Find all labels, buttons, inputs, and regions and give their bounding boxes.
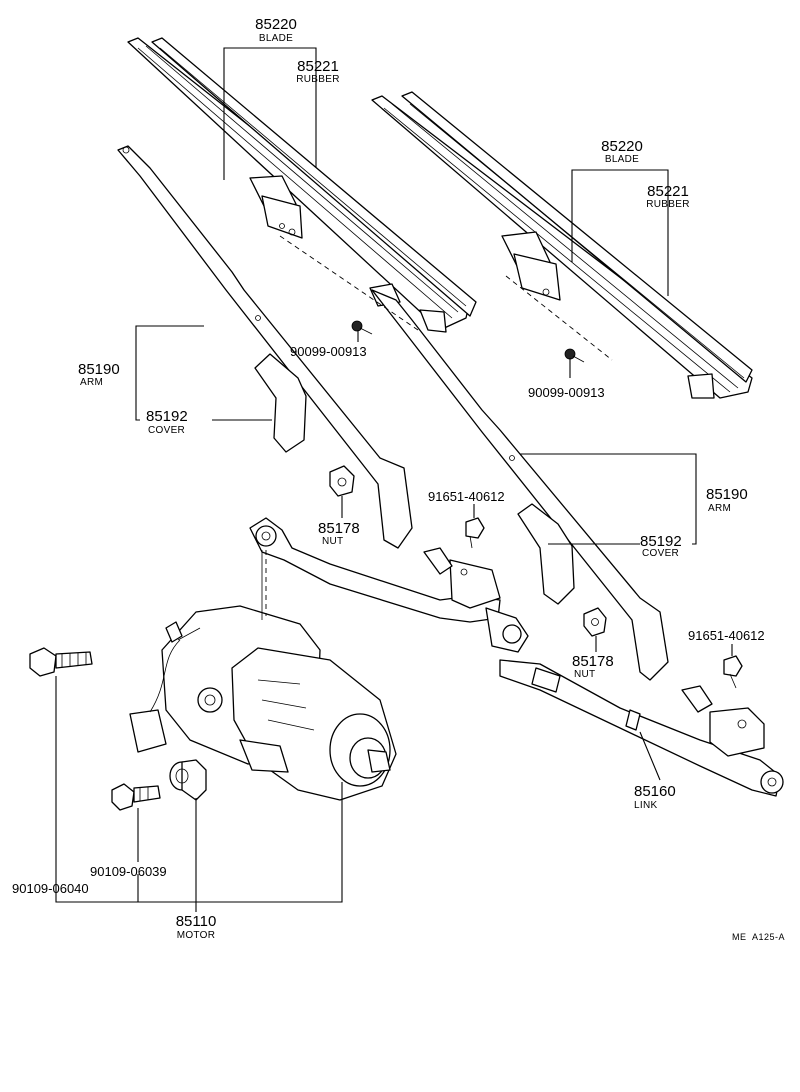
label-rubber-left: 85221 RUBBER: [296, 58, 339, 85]
label-pivot-bolt-right: 91651-40612: [688, 628, 765, 643]
right-wiper-arm: [371, 289, 669, 681]
svg-text:85110: 85110: [176, 913, 217, 930]
svg-text:85190: 85190: [706, 486, 748, 503]
alignment-line-right: [505, 275, 613, 361]
left-blade-screw: [351, 320, 373, 335]
leader-arm-left: [135, 325, 204, 421]
svg-text:COVER: COVER: [148, 425, 185, 436]
leader-motor-assembly: [55, 676, 343, 912]
svg-text:RUBBER: RUBBER: [296, 74, 339, 85]
svg-text:85221: 85221: [297, 58, 339, 75]
label-nut-left: 85178 NUT: [318, 520, 360, 547]
label-screw-right: 90099-00913: [528, 385, 605, 400]
svg-text:RUBBER: RUBBER: [646, 199, 689, 210]
svg-text:BLADE: BLADE: [259, 33, 293, 44]
label-screw-left: 90099-00913: [290, 344, 367, 359]
leader-arm-right: [520, 453, 697, 545]
left-wiper-blade: [127, 37, 477, 333]
motor-grommet: [169, 759, 207, 801]
leader-blade-left: [223, 47, 317, 180]
label-arm-right: 85190 ARM: [706, 486, 748, 514]
right-arm-cover: [517, 503, 575, 605]
label-arm-left: 85190 ARM: [78, 361, 120, 388]
svg-text:COVER: COVER: [642, 548, 679, 559]
label-blade-right: 85220 BLADE: [601, 138, 643, 165]
svg-text:ARM: ARM: [708, 503, 731, 514]
svg-text:85221: 85221: [647, 183, 689, 200]
svg-text:85178: 85178: [318, 520, 360, 537]
svg-text:NUT: NUT: [574, 669, 595, 680]
label-nut-right: 85178 NUT: [572, 653, 614, 680]
svg-text:ARM: ARM: [80, 377, 103, 388]
label-rubber-right: 85221 RUBBER: [646, 183, 689, 210]
left-wiper-arm: [117, 145, 413, 549]
label-blade-left: 85220 BLADE: [255, 16, 297, 44]
svg-text:MOTOR: MOTOR: [177, 930, 216, 941]
figure-code: ME A125-A: [732, 932, 785, 942]
svg-text:85192: 85192: [640, 533, 682, 550]
wiper-motor: [129, 550, 397, 801]
label-cover-left: 85192 COVER: [146, 408, 188, 436]
right-arm-nut: [583, 607, 607, 637]
left-pivot-bolt: [465, 517, 485, 549]
leader-link: [639, 731, 661, 781]
wiper-link: [249, 517, 784, 797]
svg-text:85220: 85220: [255, 16, 297, 33]
motor-bolt-b: [111, 783, 161, 811]
svg-text:85220: 85220: [601, 138, 643, 155]
svg-text:BLADE: BLADE: [605, 154, 639, 165]
left-arm-nut: [329, 465, 355, 497]
svg-text:91651-40612: 91651-40612: [688, 628, 765, 643]
left-arm-cover: [254, 353, 307, 453]
svg-text:85178: 85178: [572, 653, 614, 670]
svg-text:85192: 85192: [146, 408, 188, 425]
right-blade-screw: [564, 348, 585, 363]
label-motor: 85110 MOTOR: [176, 913, 217, 941]
svg-text:90109-06040: 90109-06040: [12, 881, 89, 896]
label-bolt-motor-b: 90109-06039: [90, 864, 167, 879]
motor-bolt-a: [29, 647, 93, 677]
svg-text:91651-40612: 91651-40612: [428, 489, 505, 504]
right-pivot-bolt: [723, 655, 743, 689]
leader-blade-right: [571, 169, 669, 296]
label-pivot-bolt-left: 91651-40612: [428, 489, 505, 504]
svg-text:LINK: LINK: [634, 800, 657, 811]
label-link: 85160 LINK: [634, 783, 676, 811]
svg-text:90109-06039: 90109-06039: [90, 864, 167, 879]
svg-text:90099-00913: 90099-00913: [290, 344, 367, 359]
label-bolt-motor-a: 90109-06040: [12, 881, 89, 896]
svg-text:90099-00913: 90099-00913: [528, 385, 605, 400]
svg-text:85190: 85190: [78, 361, 120, 378]
alignment-line-left: [279, 235, 419, 331]
label-cover-right: 85192 COVER: [640, 533, 682, 559]
svg-text:85160: 85160: [634, 783, 676, 800]
svg-text:NUT: NUT: [322, 536, 343, 547]
right-wiper-blade: [371, 91, 753, 399]
